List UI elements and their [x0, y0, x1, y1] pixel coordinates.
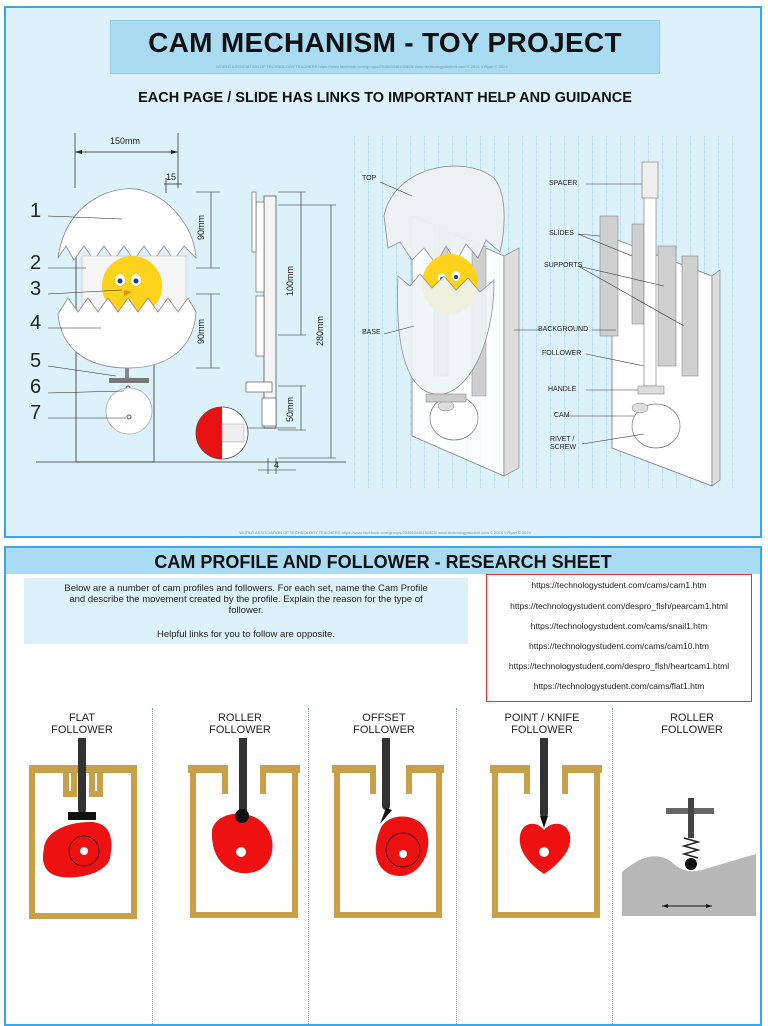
subtitle: EACH PAGE / SLIDE HAS LINKS TO IMPORTANT…	[138, 90, 632, 106]
dim-width: 150mm	[110, 136, 141, 146]
help-link-2[interactable]: https://technologystudent.com/despro_fls…	[510, 601, 728, 611]
column-divider	[456, 708, 457, 1026]
label-follower: FOLLOWER	[542, 350, 582, 357]
research-sheet-page: CAM PROFILE AND FOLLOWER - RESEARCH SHEE…	[4, 546, 762, 1026]
instruction-line-2: and describe the movement created by the…	[69, 594, 423, 605]
help-link-1[interactable]: https://technologystudent.com/cams/cam1.…	[531, 580, 707, 590]
orthographic-drawing	[36, 133, 346, 474]
page-title: CAM MECHANISM - TOY PROJECT	[148, 27, 622, 58]
credits-line: WORLD ASSOCIATION OF TECHNOLOGY TEACHERS…	[216, 64, 508, 69]
label-handle: HANDLE	[548, 386, 577, 393]
part-number-7: 7	[30, 402, 42, 424]
cam-illustrations	[29, 738, 756, 919]
label-background: BACKGROUND	[538, 326, 589, 333]
instruction-line-4: Helpful links for you to follow are oppo…	[157, 629, 335, 640]
help-link-4[interactable]: https://technologystudent.com/cams/cam10…	[528, 641, 709, 651]
flat-follower-cam	[29, 738, 137, 919]
instructions-box: Below are a number of cam profiles and f…	[24, 578, 468, 644]
offset-follower-cam	[332, 738, 444, 918]
isometric-drawing	[379, 161, 721, 487]
dim-upper: 90mm	[196, 214, 206, 240]
label-base: BASE	[362, 329, 381, 336]
help-links-box: https://technologystudent.com/cams/cam1.…	[486, 574, 752, 702]
sheet-header: CAM PROFILE AND FOLLOWER - RESEARCH SHEE…	[6, 548, 760, 574]
roller-follower-cam	[188, 738, 300, 918]
label-cam: CAM	[554, 412, 570, 419]
knife-follower-cam	[490, 738, 602, 918]
instruction-line-3: follower.	[228, 605, 264, 616]
dim-offset: 15	[166, 172, 177, 182]
toy-project-page: CAM MECHANISM - TOY PROJECT WORLD ASSOCI…	[4, 6, 762, 538]
help-link-6[interactable]: https://technologystudent.com/cams/flat1…	[533, 681, 705, 691]
part-number-5: 5	[30, 350, 42, 372]
label-top: TOP	[362, 175, 377, 182]
dim-lower: 90mm	[196, 318, 206, 344]
label-screw: SCREW	[550, 444, 577, 451]
column-divider	[612, 708, 613, 1026]
title-banner: CAM MECHANISM - TOY PROJECT WORLD ASSOCI…	[110, 20, 660, 74]
page-footer: WORLD ASSOCIATION OF TECHNOLOGY TEACHERS…	[239, 530, 531, 535]
part-number-3: 3	[30, 278, 42, 300]
label-rivet: RIVET /	[550, 436, 575, 443]
help-link-5[interactable]: https://technologystudent.com/despro_fls…	[508, 661, 730, 671]
label-supports: SUPPORTS	[544, 262, 583, 269]
part-number-6: 6	[30, 376, 42, 398]
part-number-2: 2	[30, 252, 42, 274]
instruction-line-1: Below are a number of cam profiles and f…	[64, 583, 428, 594]
part-number-1: 1	[30, 200, 42, 222]
dim-thickness: 4	[274, 460, 280, 470]
part-number-4: 4	[30, 312, 42, 334]
dim-total: 280mm	[315, 315, 325, 346]
label-slides: SLIDES	[549, 230, 574, 237]
dim-base: 50mm	[285, 396, 295, 422]
label-spacer: SPACER	[549, 180, 578, 187]
sheet-title: CAM PROFILE AND FOLLOWER - RESEARCH SHEE…	[154, 552, 612, 572]
column-divider	[308, 708, 309, 1026]
help-link-3[interactable]: https://technologystudent.com/cams/snail…	[530, 621, 708, 631]
dim-mid: 100mm	[285, 265, 295, 296]
column-divider	[152, 708, 153, 1026]
roller-ground-follower	[622, 798, 756, 916]
